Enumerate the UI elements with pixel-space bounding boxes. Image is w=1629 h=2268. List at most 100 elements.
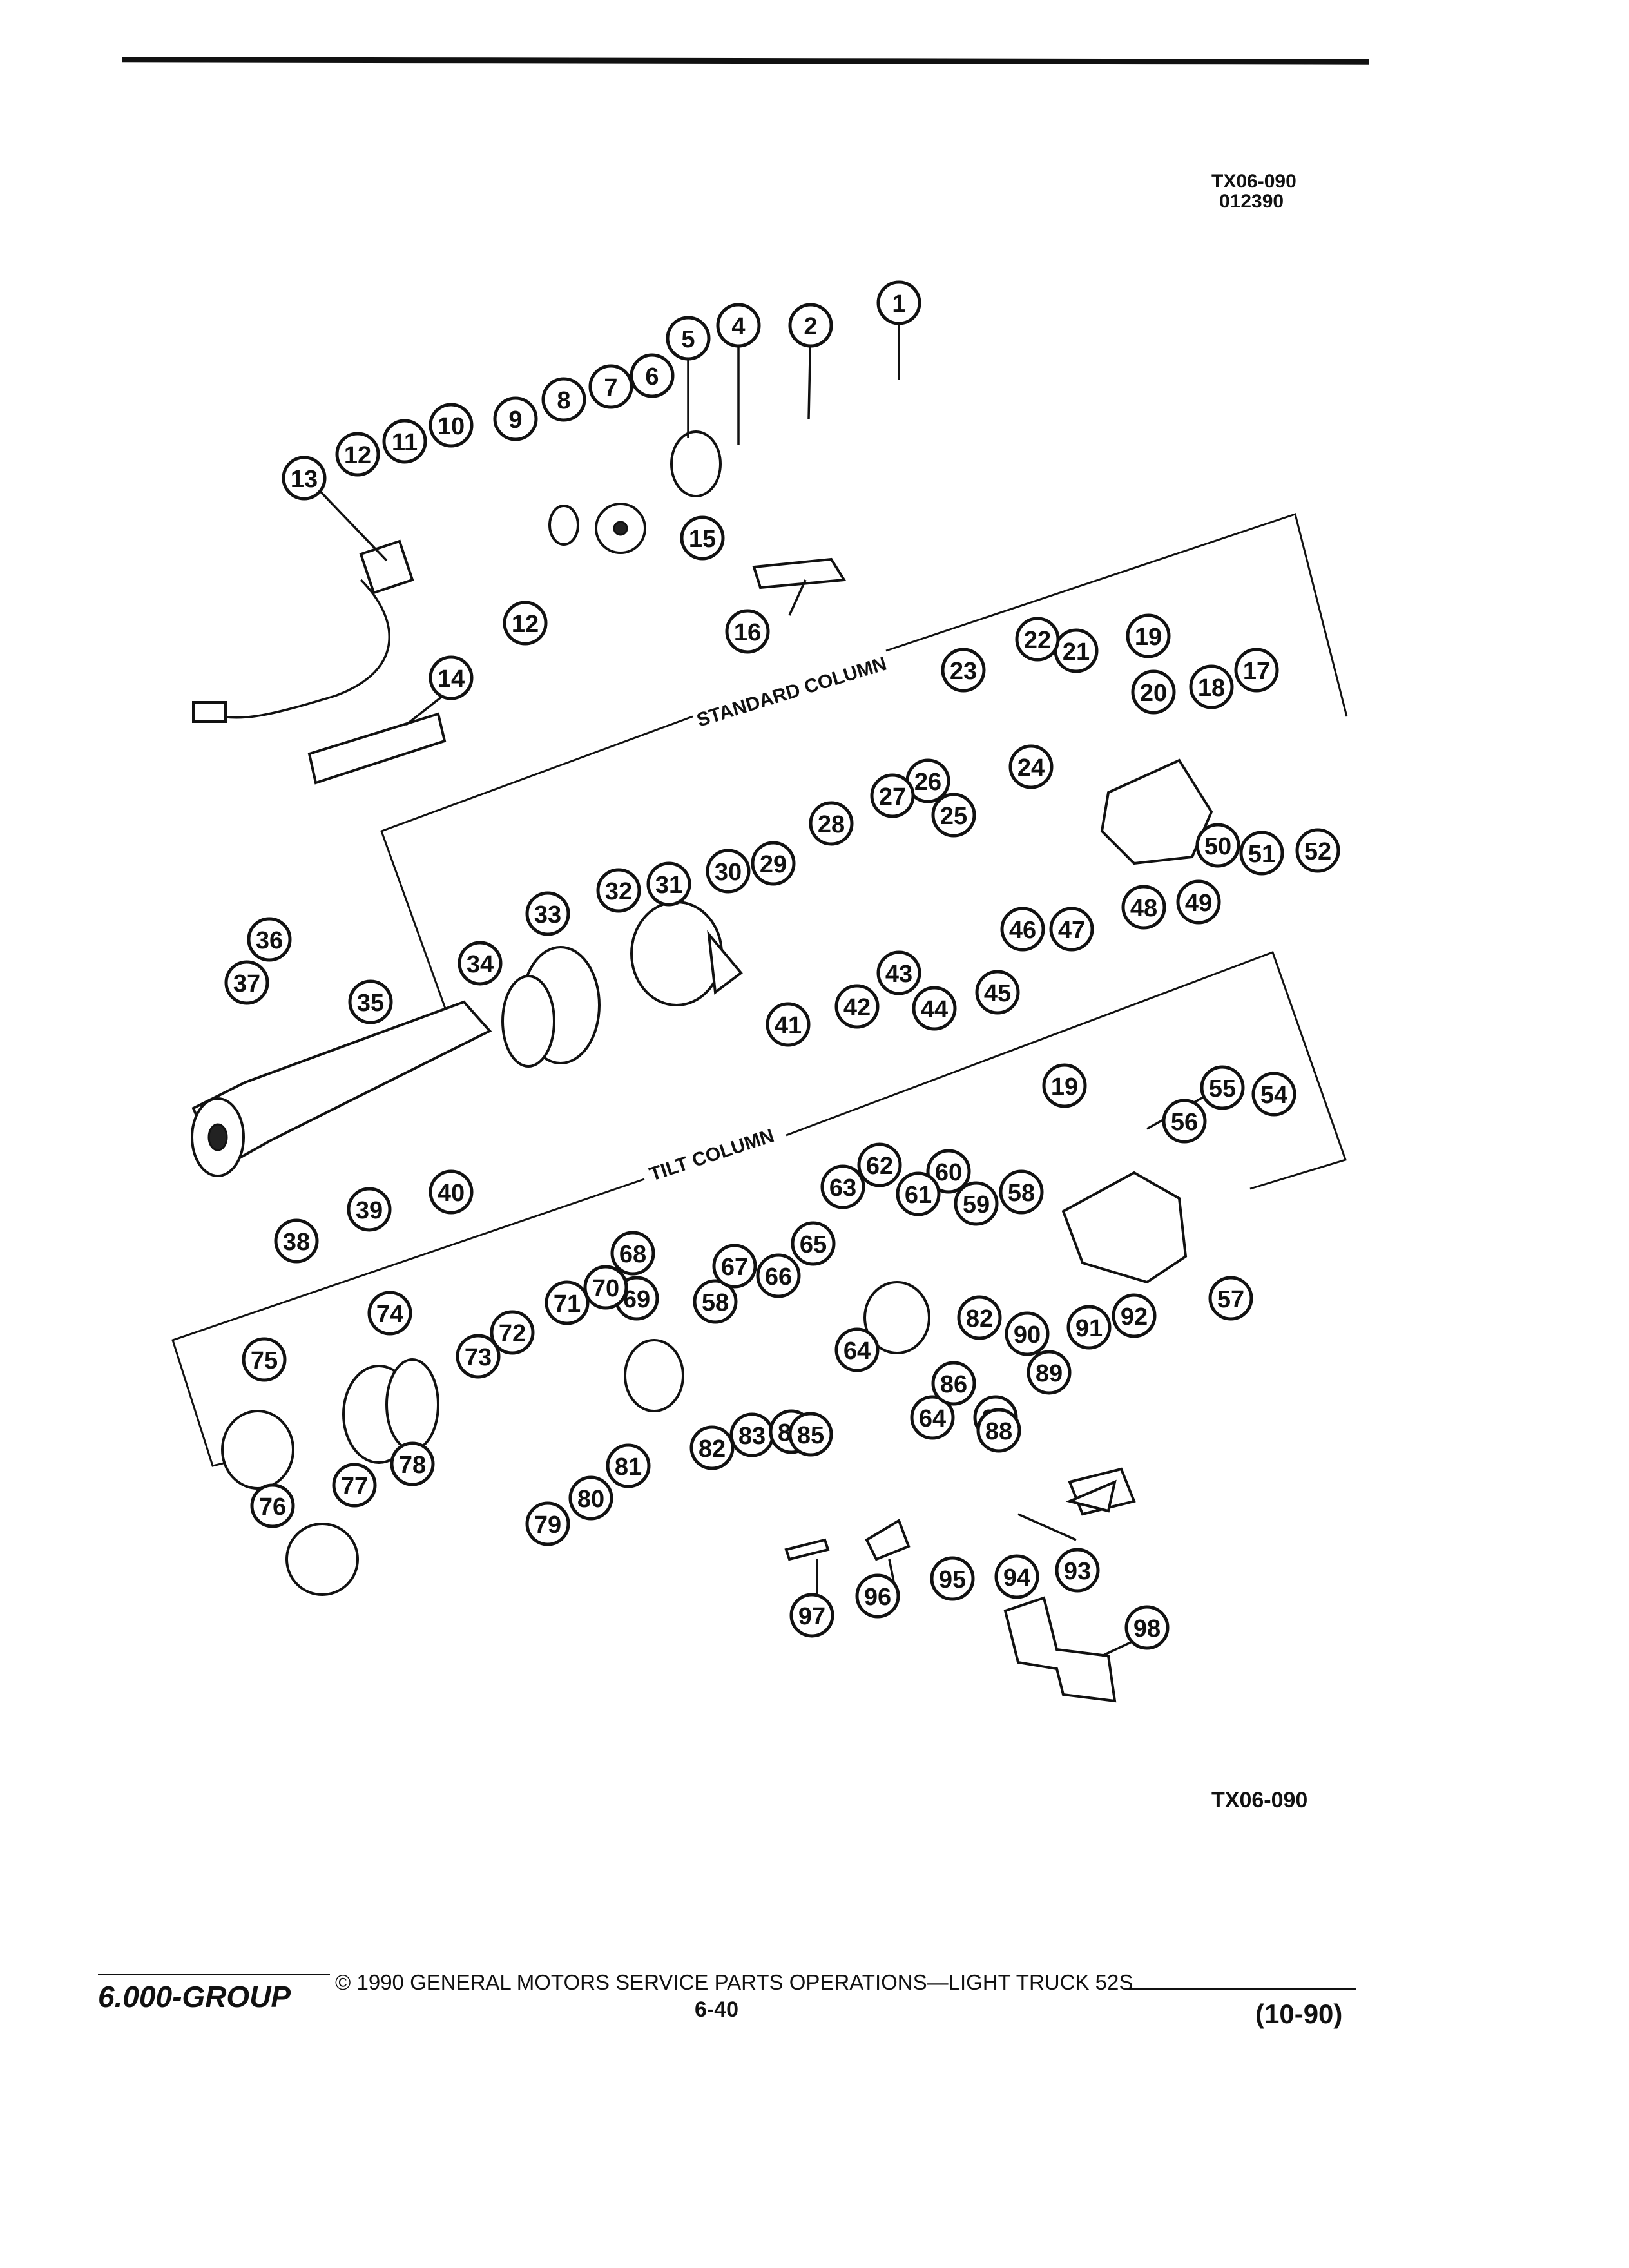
callout-number: 89 [1036, 1360, 1063, 1387]
callout-number: 32 [605, 878, 632, 905]
callout-number: 63 [829, 1175, 856, 1202]
callout-number: 11 [392, 429, 418, 456]
callout-number: 90 [1014, 1321, 1041, 1349]
standard-column-frame [380, 513, 1348, 1025]
callout-15: 15 [680, 515, 725, 561]
callout-11: 11 [382, 419, 427, 464]
shroud-part [630, 901, 743, 1006]
callout-number: 47 [1058, 917, 1085, 944]
callout-number: 62 [866, 1153, 893, 1180]
callout-12: 12 [335, 432, 380, 477]
callout-number: 58 [702, 1289, 729, 1316]
callout-number: 31 [655, 872, 682, 899]
callout-41: 41 [766, 1002, 811, 1047]
callout-number: 93 [1064, 1558, 1091, 1585]
callout-number: 55 [1209, 1075, 1236, 1102]
callout-number: 64 [843, 1338, 871, 1365]
callout-82: 82 [689, 1425, 735, 1470]
callout-13: 13 [282, 456, 327, 501]
lock-cylinder-housing-part [501, 946, 601, 1068]
callout-78: 78 [390, 1441, 435, 1486]
callout-number: 4 [731, 313, 745, 340]
callout-number: 52 [1304, 838, 1331, 865]
callout-95: 95 [930, 1556, 975, 1601]
callout-number: 30 [715, 859, 742, 886]
callout-30: 30 [706, 849, 751, 894]
callout-19: 19 [1126, 613, 1171, 658]
footer-page-number: 6-40 [695, 1997, 739, 2022]
callout-number: 76 [259, 1494, 286, 1521]
callout-4: 4 [716, 303, 761, 348]
callout-61: 61 [896, 1171, 941, 1216]
leader-lines [308, 322, 1230, 1657]
callout-72: 72 [490, 1310, 535, 1355]
footer-group: 6.000-GROUP [98, 1980, 291, 2013]
callout-number: 12 [344, 442, 371, 469]
callout-58: 58 [999, 1169, 1044, 1215]
callout-29: 29 [751, 841, 796, 886]
callout-number: 17 [1243, 658, 1270, 685]
callout-number: 95 [939, 1566, 966, 1593]
callout-number: 96 [864, 1584, 891, 1611]
callout-number: 2 [804, 313, 817, 340]
callout-number: 56 [1171, 1109, 1198, 1136]
footer-rule-left [98, 1974, 330, 1975]
callout-number: 65 [800, 1231, 827, 1258]
callout-77: 77 [332, 1463, 377, 1508]
callout-number: 13 [291, 466, 318, 493]
callout-23: 23 [941, 648, 986, 693]
callout-number: 91 [1075, 1315, 1103, 1342]
cover-part [1061, 1171, 1188, 1284]
callout-number: 59 [963, 1191, 990, 1218]
callout-48: 48 [1121, 885, 1166, 930]
callout-number: 15 [689, 526, 716, 553]
callout-34: 34 [458, 941, 503, 986]
callout-number: 19 [1135, 624, 1162, 651]
callout-26: 26 [905, 758, 950, 803]
callout-43: 43 [876, 950, 921, 995]
callout-50: 50 [1195, 823, 1240, 868]
callout-number: 34 [467, 951, 494, 978]
callout-19: 19 [1042, 1063, 1087, 1108]
callout-number: 94 [1003, 1564, 1030, 1591]
callout-number: 26 [914, 769, 941, 796]
callout-98: 98 [1124, 1605, 1170, 1650]
callout-number: 81 [615, 1454, 642, 1481]
callout-number: 61 [905, 1182, 932, 1209]
callout-number: 39 [356, 1197, 383, 1224]
callout-60: 60 [926, 1149, 971, 1194]
callout-90: 90 [1005, 1311, 1050, 1356]
shaft-part [752, 557, 847, 590]
callout-number: 23 [950, 658, 977, 685]
callout-31: 31 [646, 861, 691, 907]
upper-housing-part [1100, 758, 1213, 865]
callout-number: 20 [1140, 680, 1167, 707]
callout-96: 96 [855, 1573, 900, 1619]
callout-number: 7 [604, 374, 617, 401]
callout-2: 2 [788, 303, 833, 348]
callout-number: 10 [438, 413, 465, 440]
standard-column-label: STANDARD COLUMN [694, 653, 889, 731]
callout-number: 98 [1133, 1615, 1161, 1642]
callout-number: 33 [534, 901, 561, 928]
callout-5: 5 [666, 316, 711, 361]
callout-6: 6 [630, 353, 675, 398]
callout-40: 40 [429, 1169, 474, 1215]
callout-number: 38 [283, 1229, 310, 1256]
callout-37: 37 [224, 960, 269, 1005]
callout-number: 21 [1063, 639, 1090, 666]
callout-68: 68 [610, 1231, 655, 1276]
callout-57: 57 [1208, 1276, 1253, 1321]
callout-27: 27 [870, 773, 915, 818]
callout-80: 80 [568, 1475, 613, 1521]
callout-number: 51 [1248, 841, 1275, 868]
callout-38: 38 [274, 1218, 319, 1264]
callout-97: 97 [789, 1593, 834, 1638]
callout-9: 9 [493, 396, 538, 441]
callout-number: 50 [1204, 833, 1231, 860]
callout-number: 60 [935, 1159, 962, 1186]
callout-10: 10 [429, 403, 474, 448]
callout-49: 49 [1176, 879, 1221, 925]
callout-number: 92 [1121, 1303, 1148, 1331]
